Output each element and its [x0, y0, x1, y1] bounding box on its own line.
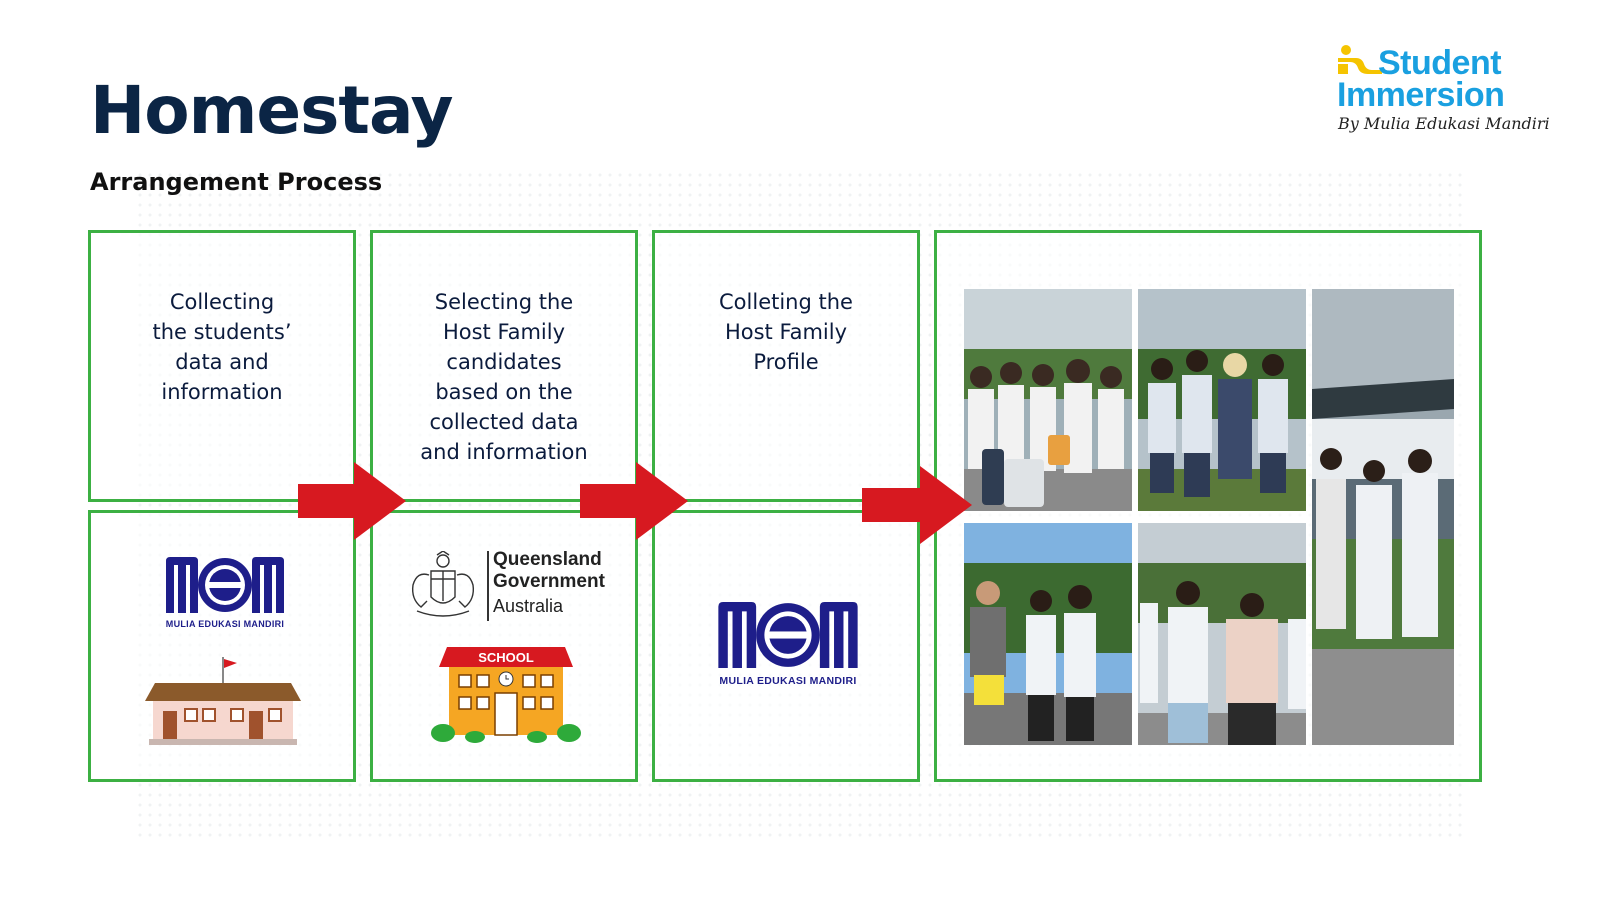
step-1-text: Collecting the students’ data and inform…: [152, 290, 292, 404]
logo-word-student: Student: [1378, 44, 1502, 82]
school-building-icon: [145, 657, 301, 745]
page-subtitle: Arrangement Process: [90, 168, 383, 196]
photo-students-host-father: [964, 523, 1132, 745]
step-3-text-box: Colleting the Host Family Profile: [652, 230, 920, 502]
qg-line-3: Australia: [493, 596, 564, 616]
photo-students-host-mother: [1138, 289, 1306, 511]
arrow-right-icon: [862, 466, 972, 544]
photo-collage-box: [934, 230, 1482, 782]
page-title: Homestay: [90, 72, 453, 149]
step-1-text-box: Collecting the students’ data and inform…: [88, 230, 356, 502]
photo-students-host-grandmother: [1138, 523, 1306, 745]
logo-word-immersion: Immersion: [1337, 76, 1505, 114]
mem-caption: MULIA EDUKASI MANDIRI: [165, 619, 285, 629]
step-2-text-box: Selecting the Host Family candidates bas…: [370, 230, 638, 502]
step-1-image-box: MULIA EDUKASI MANDIRI: [88, 510, 356, 782]
school-icon: SCHOOL: [431, 647, 581, 743]
mem-logo-icon: [166, 557, 284, 613]
logo-tagline: By Mulia Edukasi Mandiri: [1338, 114, 1550, 133]
school-sign-text: SCHOOL: [478, 650, 534, 665]
qld-coat-of-arms-icon: [411, 551, 475, 617]
queensland-government-logo: Queensland Government Australia: [403, 549, 613, 629]
logo-mark-icon: [1338, 45, 1382, 74]
photo-students-luggage: [964, 289, 1132, 511]
step-2-text: Selecting the Host Family candidates bas…: [420, 290, 588, 464]
mem-logo-icon-large: [718, 601, 858, 669]
step-2-image-box: Queensland Government Australia SCHOOL: [370, 510, 638, 782]
qg-line-1: Queensland: [493, 549, 602, 570]
step-3-image-box: MULIA EDUKASI MANDIRI: [652, 510, 920, 782]
step-3-text: Colleting the Host Family Profile: [719, 290, 853, 374]
mem-logo-large: MULIA EDUKASI MANDIRI: [713, 599, 863, 687]
student-immersion-logo: Student Immersion By Mulia Edukasi Mandi…: [1337, 40, 1550, 140]
qg-line-2: Government: [493, 571, 605, 592]
arrow-right-icon: [298, 462, 406, 540]
arrow-right-icon: [580, 462, 688, 540]
mem-caption-large: MULIA EDUKASI MANDIRI: [719, 675, 857, 687]
qg-divider: [487, 551, 489, 621]
mem-logo: MULIA EDUKASI MANDIRI: [161, 555, 289, 629]
photo-students-house: [1312, 289, 1454, 745]
